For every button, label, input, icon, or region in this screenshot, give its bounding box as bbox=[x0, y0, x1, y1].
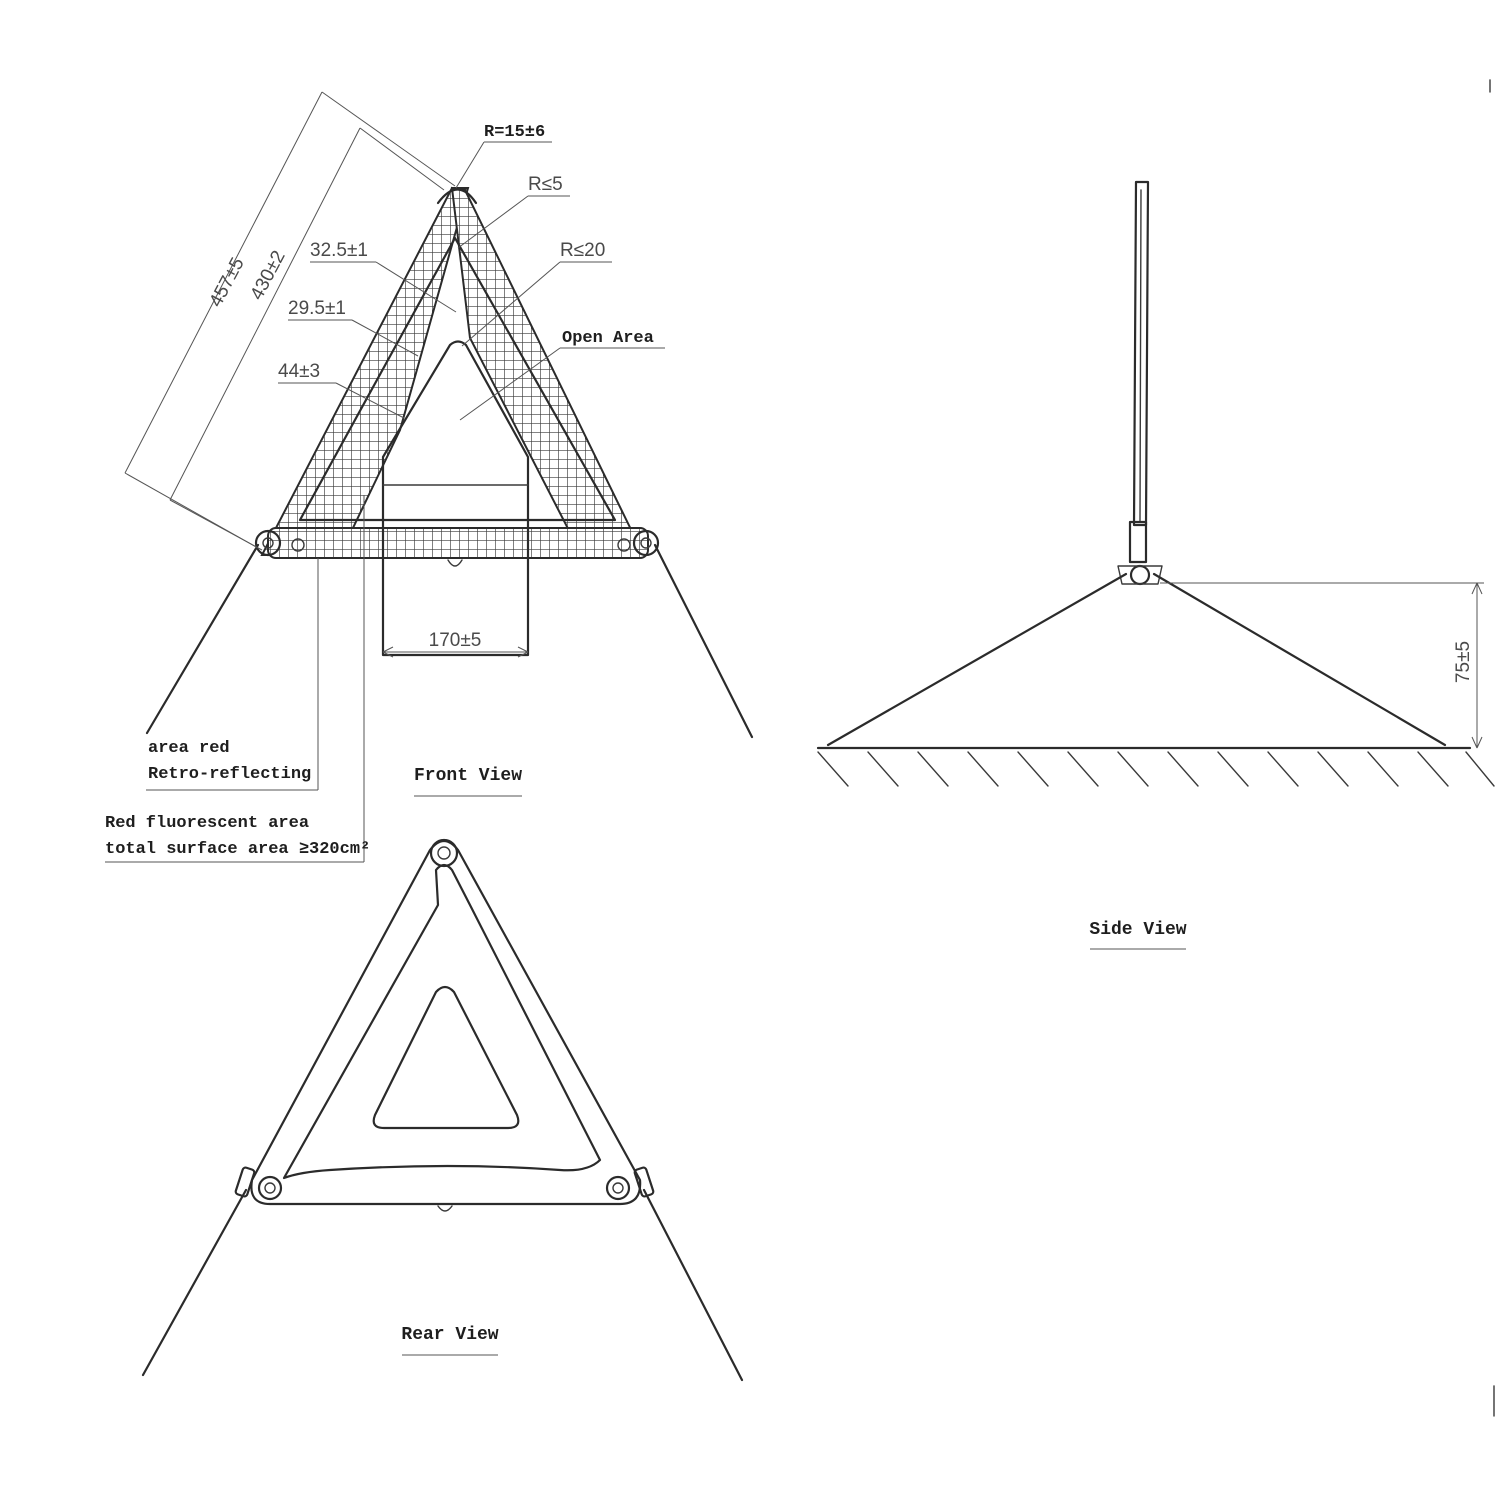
side-right-leg bbox=[1152, 572, 1447, 747]
front-view-title: Front View bbox=[414, 766, 522, 786]
front-view: 457±5 430±2 32.5±1 29.5±1 44±3 R=15±6 R≤… bbox=[105, 91, 754, 863]
ground-hatching bbox=[817, 751, 1495, 787]
retro-note-line-1: area red bbox=[148, 739, 230, 758]
right-hinge-pin bbox=[640, 537, 652, 549]
bottom-reflective-bar bbox=[267, 527, 649, 559]
front-right-leg bbox=[653, 543, 754, 739]
fluor-note-line-1: Red fluorescent area bbox=[105, 814, 309, 833]
dim-75-arrow-top bbox=[1471, 582, 1483, 595]
rear-right-leg bbox=[642, 1188, 744, 1382]
frame-inner-edge bbox=[298, 236, 617, 522]
frame-top-corner bbox=[436, 188, 478, 205]
rear-center-triangle bbox=[372, 985, 520, 1130]
side-hinge-block bbox=[1128, 520, 1148, 564]
open-area-label: Open Area bbox=[562, 329, 654, 348]
dim-r20: R≤20 bbox=[560, 240, 605, 261]
open-area-panel bbox=[381, 340, 530, 657]
dim-44: 44±3 bbox=[278, 361, 320, 382]
dim-r5: R≤5 bbox=[528, 174, 563, 195]
left-bar-pin bbox=[291, 538, 305, 552]
dim-75-arrow-bottom bbox=[1471, 736, 1483, 749]
left-hinge-pin bbox=[262, 537, 274, 549]
left-reflective-arm bbox=[260, 187, 470, 556]
dim-29-5: 29.5±1 bbox=[288, 298, 346, 319]
right-bar-pin bbox=[617, 538, 631, 552]
width-leaders bbox=[278, 261, 457, 419]
side-triangle-center bbox=[1139, 189, 1142, 523]
retro-note-line-2: Retro-reflecting bbox=[148, 765, 311, 784]
dim-r15: R=15±6 bbox=[484, 123, 545, 142]
fluor-note-line-2: total surface area ≥320cm² bbox=[105, 840, 370, 859]
rear-right-pivot-pin bbox=[612, 1182, 624, 1194]
right-hinge bbox=[632, 529, 660, 557]
rear-view: Rear View bbox=[141, 838, 744, 1382]
rear-top-pivot bbox=[429, 838, 459, 868]
dim-75: 75±5 bbox=[1453, 641, 1474, 683]
rear-outer-shell bbox=[250, 839, 642, 1206]
rear-right-pivot bbox=[605, 1175, 631, 1201]
rear-view-title: Rear View bbox=[401, 1325, 498, 1345]
left-hinge bbox=[254, 529, 282, 557]
rear-left-pivot bbox=[257, 1175, 283, 1201]
side-view: 75±5 Side View bbox=[816, 180, 1495, 950]
radius-leaders bbox=[455, 141, 612, 347]
dim-170-arrow-left bbox=[382, 646, 394, 658]
length-dimensions bbox=[124, 91, 456, 551]
side-view-title: Side View bbox=[1089, 920, 1186, 940]
dim-170-arrow-right bbox=[517, 646, 529, 658]
open-area-leader-diag bbox=[459, 347, 561, 421]
dim-170: 170±5 bbox=[429, 630, 482, 651]
rear-left-clip bbox=[234, 1166, 256, 1198]
bottom-bar-knob bbox=[447, 559, 463, 567]
rear-right-clip bbox=[633, 1166, 655, 1198]
front-left-leg bbox=[145, 543, 260, 735]
dim-430: 430±2 bbox=[247, 247, 290, 303]
rear-left-leg bbox=[141, 1188, 248, 1377]
rear-bottom-knob bbox=[437, 1205, 453, 1212]
rear-left-pivot-pin bbox=[264, 1182, 276, 1194]
dim-457: 457±5 bbox=[206, 254, 249, 310]
side-hinge-pivot bbox=[1129, 564, 1151, 586]
rear-inner-edge bbox=[282, 863, 602, 1180]
dim-32-5: 32.5±1 bbox=[310, 240, 368, 261]
side-left-leg bbox=[826, 572, 1128, 747]
rear-top-pivot-pin bbox=[437, 846, 451, 860]
